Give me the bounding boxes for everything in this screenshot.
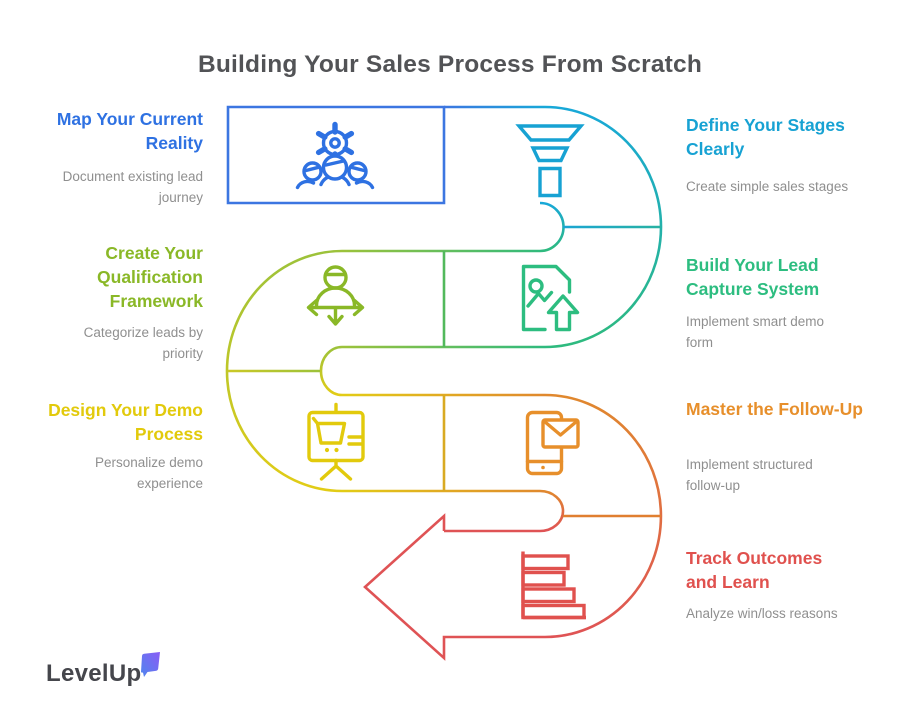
document-upload-icon [521, 264, 580, 332]
person-routing-icon [306, 265, 365, 326]
process-ribbon [225, 105, 663, 661]
end-arrow-outline [363, 513, 545, 661]
step-3-subtitle: Categorize leads by priority [83, 325, 203, 361]
step-7-title: Track Outcomes and Learn [686, 548, 823, 592]
step-7-subtitle: Analyze win/loss reasons [686, 606, 838, 621]
page-title: Building Your Sales Process From Scratch [197, 51, 703, 78]
ribbon-hairpin-1 [539, 201, 565, 253]
phone-mail-icon [525, 410, 580, 476]
step-5-title: Design Your Demo Process [48, 400, 203, 444]
ribbon-step1-box [226, 105, 446, 205]
step-6-title: Master the Follow-Up [686, 399, 863, 419]
step-1-subtitle: Document existing lead journey [62, 169, 203, 205]
step-1-title: Map Your Current Reality [56, 109, 203, 153]
step-4-subtitle: Implement smart demo form [686, 314, 825, 350]
gear-team-icon [295, 121, 375, 190]
step-2-subtitle: Create simple sales stages [686, 179, 849, 194]
step-2-title: Define Your Stages Clearly [686, 115, 845, 159]
step-5-subtitle: Personalize demo experience [94, 455, 203, 491]
step-6-subtitle: Implement structured follow-up [686, 457, 813, 493]
step-4-title: Build Your Lead Capture System [686, 255, 820, 299]
bar-chart-icon [521, 551, 586, 620]
ribbon-hairpin-2 [319, 345, 343, 397]
brand-logo-text: LevelUp [46, 660, 142, 687]
ribbon-hairpin-3 [539, 489, 565, 533]
levelup-logo-icon [141, 652, 160, 677]
step-3-title: Create Your Qualification Framework [97, 243, 203, 311]
presentation-cart-icon [307, 402, 365, 481]
ribbon-left-curve [225, 249, 343, 493]
funnel-icon [515, 124, 585, 198]
